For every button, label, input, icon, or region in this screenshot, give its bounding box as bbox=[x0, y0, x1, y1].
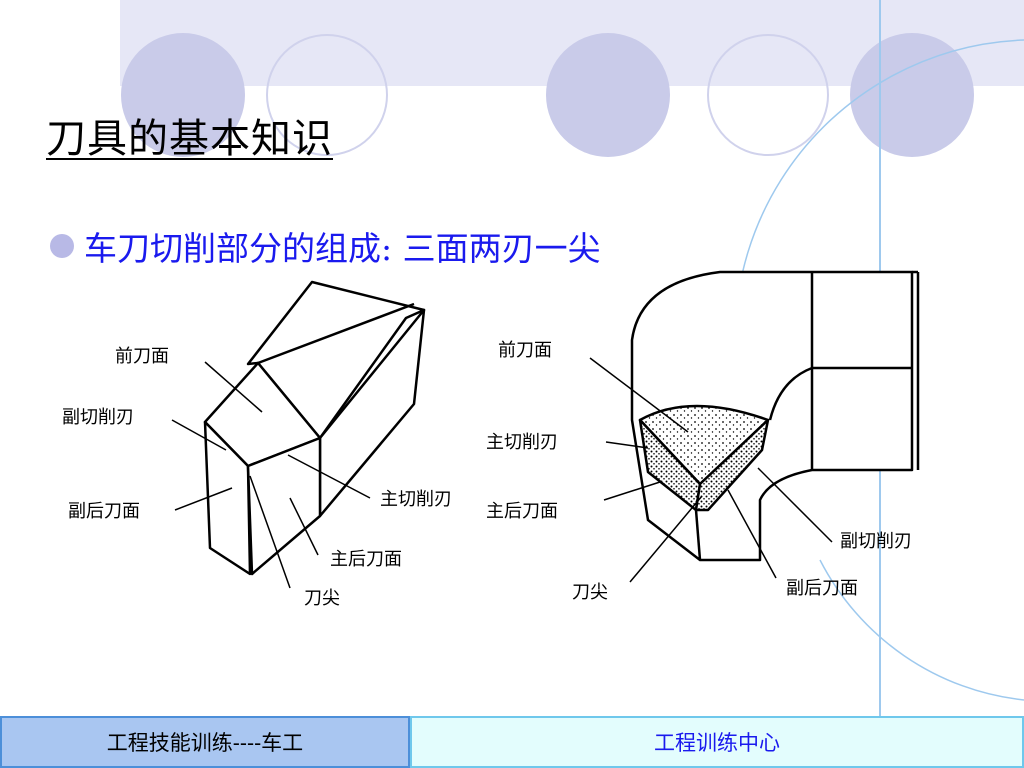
right-label-major-flank: 主后刀面 bbox=[486, 501, 558, 522]
bullet-dot-icon bbox=[50, 234, 74, 258]
left-label-major-cutting-edge: 主切削刃 bbox=[380, 489, 452, 510]
deco-circle-filled-1 bbox=[121, 33, 245, 157]
slide-title: 刀具的基本知识 bbox=[46, 116, 333, 162]
left-tool-drawing bbox=[203, 280, 426, 576]
left-leader-lines bbox=[171, 361, 371, 589]
left-label-rake-face: 前刀面 bbox=[115, 346, 169, 367]
right-minor-flank bbox=[694, 418, 770, 512]
right-label-minor-cutting-edge: 副切削刃 bbox=[840, 531, 912, 552]
left-minor-flank bbox=[203, 420, 252, 576]
footer-organization: 工程训练中心 bbox=[410, 716, 1024, 768]
right-label-tool-tip: 刀尖 bbox=[572, 582, 608, 603]
right-label-major-cutting-edge: 主切削刃 bbox=[486, 432, 558, 453]
bullet-item: 车刀切削部分的组成: 三面两刃一尖 bbox=[50, 222, 601, 270]
footer-course-name: 工程技能训练----车工 bbox=[0, 716, 410, 768]
left-label-minor-cutting-edge: 副切削刃 bbox=[62, 407, 134, 428]
footer: 工程技能训练----车工 工程训练中心 bbox=[0, 716, 1024, 768]
bullet-text: 车刀切削部分的组成: 三面两刃一尖 bbox=[84, 229, 601, 268]
deco-circle-outline-1 bbox=[266, 34, 388, 156]
right-label-rake-face: 前刀面 bbox=[498, 340, 552, 361]
left-major-flank bbox=[246, 436, 322, 576]
deco-circle-filled-2 bbox=[546, 33, 670, 157]
deco-circle-outline-2 bbox=[707, 34, 829, 156]
right-cutting-head bbox=[638, 404, 770, 561]
left-label-minor-flank: 副后刀面 bbox=[68, 501, 140, 522]
left-label-tool-tip: 刀尖 bbox=[304, 588, 340, 609]
right-leader-lines bbox=[589, 357, 833, 583]
right-label-minor-flank: 副后刀面 bbox=[786, 578, 858, 599]
deco-arc-2 bbox=[819, 559, 1024, 701]
left-label-major-flank: 主后刀面 bbox=[330, 549, 402, 570]
